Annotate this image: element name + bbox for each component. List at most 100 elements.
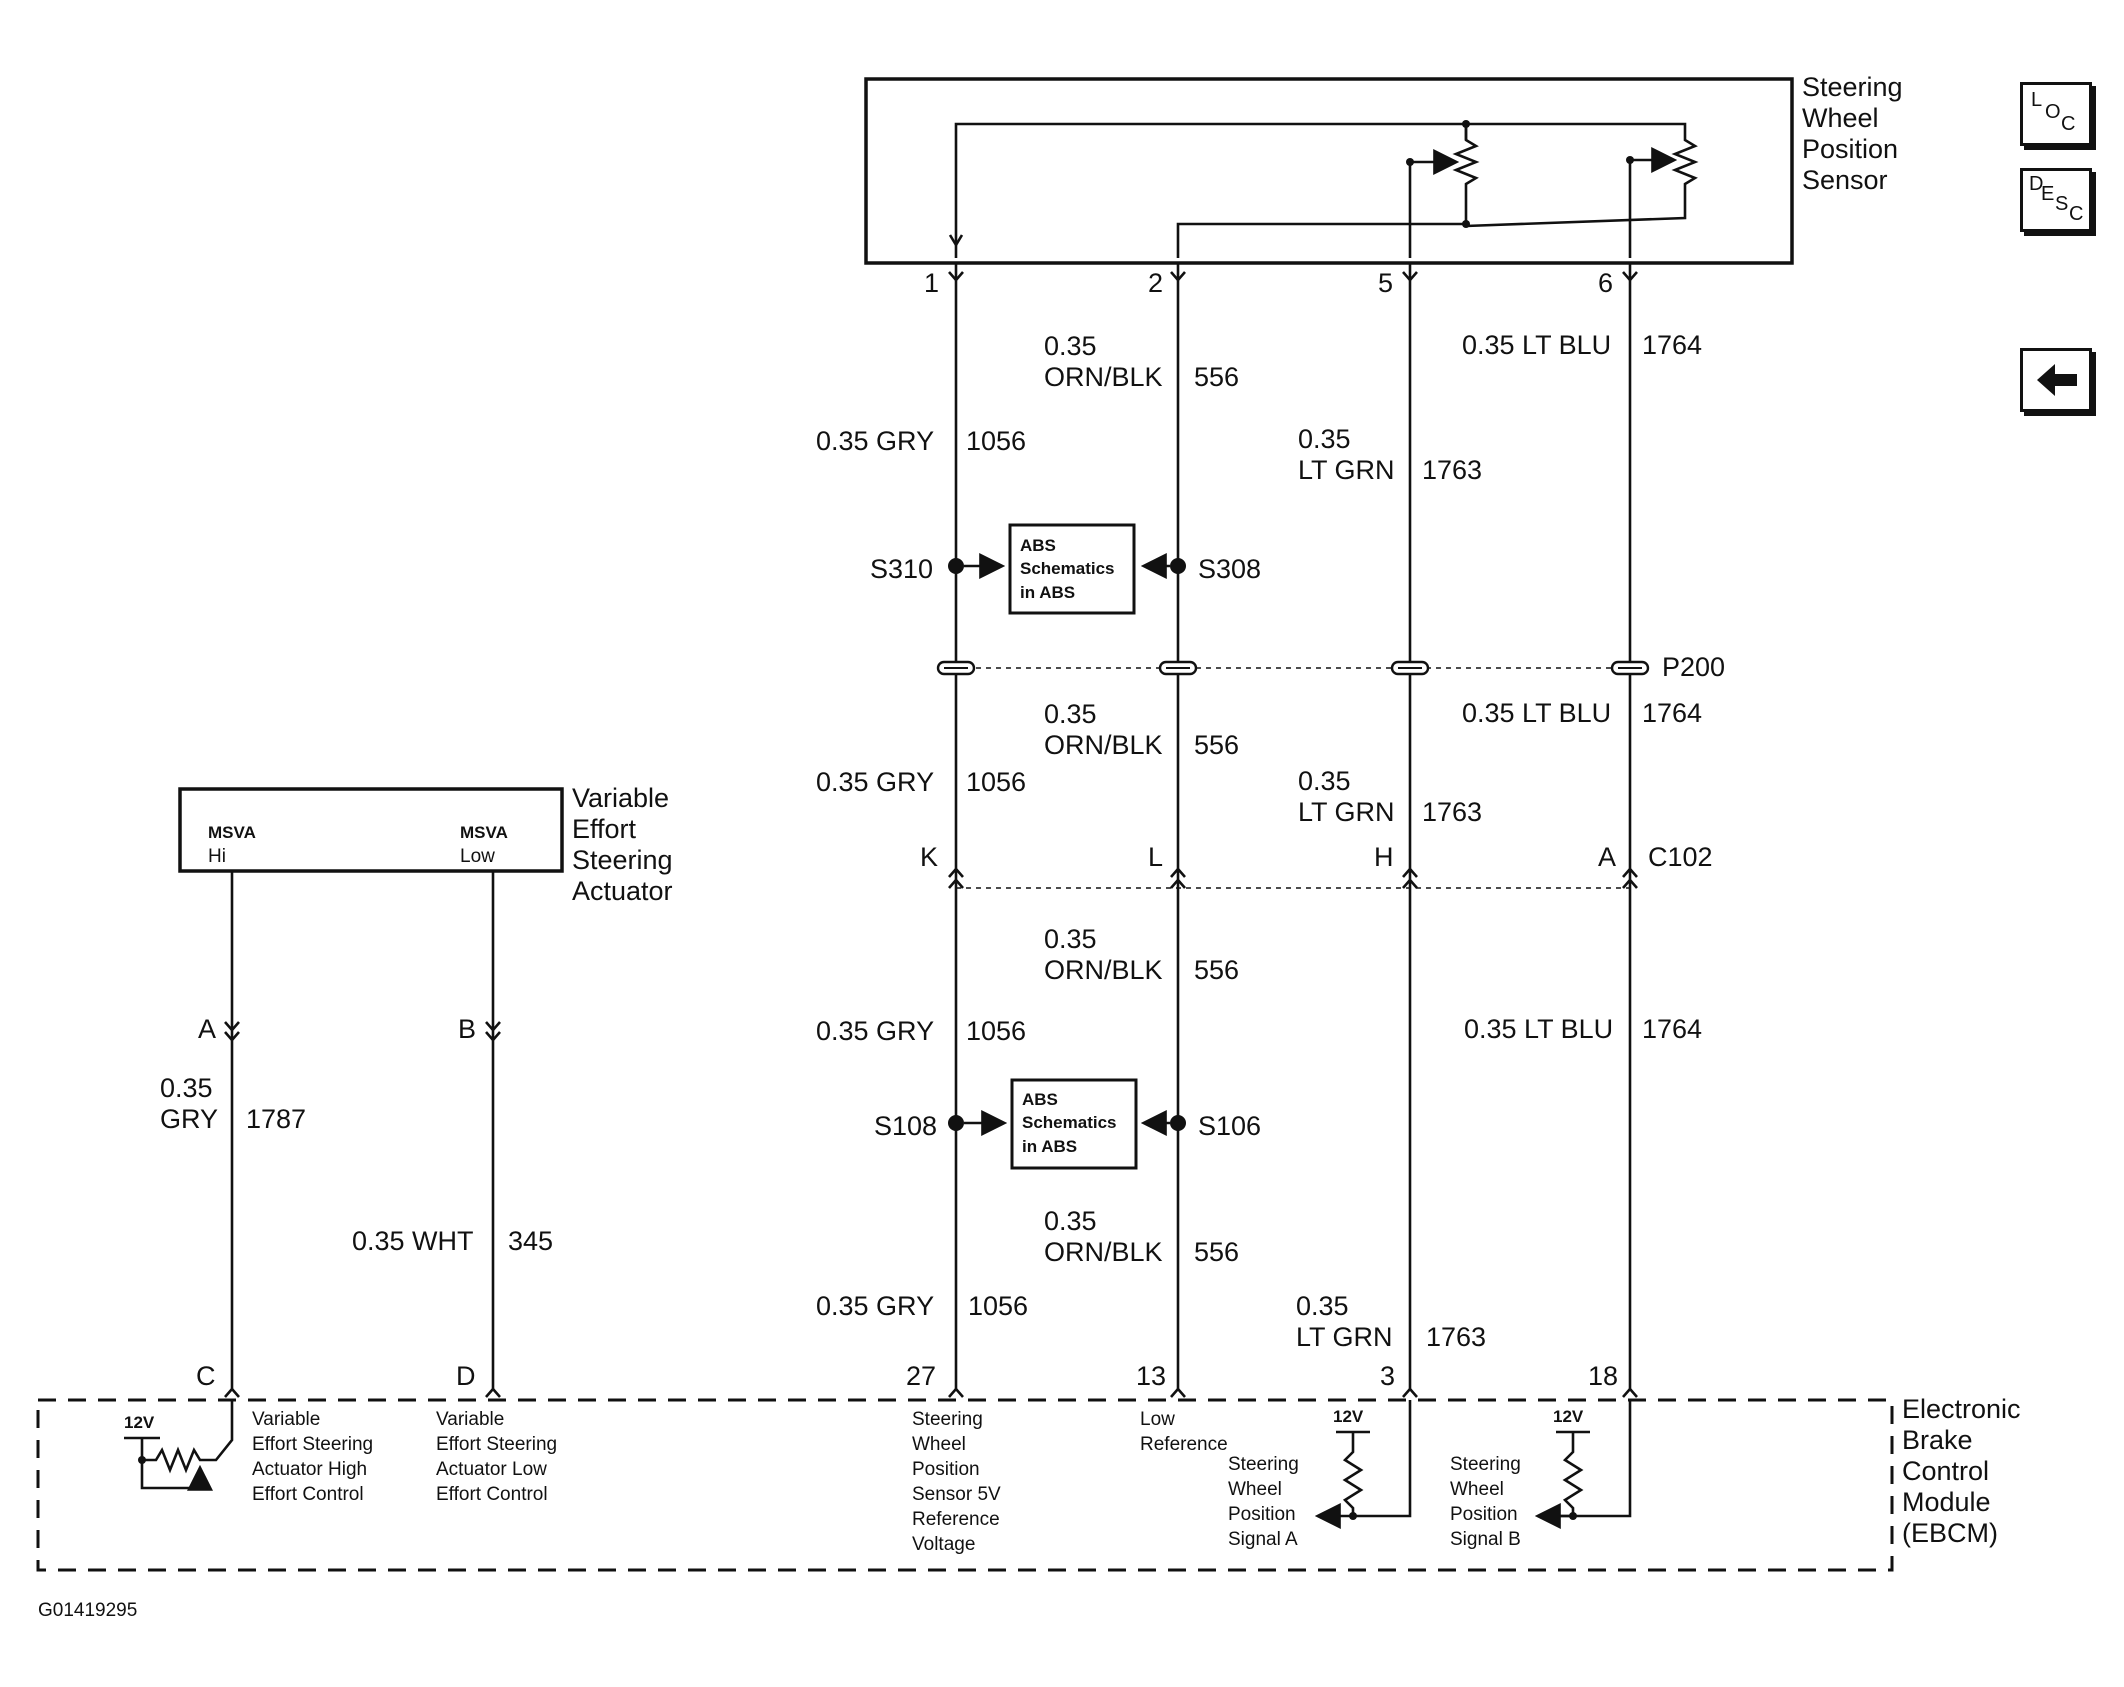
- svg-text:Effort Control: Effort Control: [436, 1484, 548, 1505]
- svg-text:A: A: [1598, 842, 1616, 872]
- desc-letter-d: D: [2029, 173, 2044, 195]
- ebcm-label-sig-b: Steering Wheel Position Signal B: [1450, 1454, 1521, 1550]
- left-arrow-icon: [2037, 364, 2077, 396]
- svg-text:1056: 1056: [966, 1016, 1026, 1046]
- actuator-pin-names: MSVA Hi MSVA Low: [208, 823, 508, 867]
- v12-label-hi: 12V: [124, 1413, 155, 1432]
- svg-text:18: 18: [1588, 1361, 1618, 1391]
- c102-pin-labels: K L H A: [920, 842, 1616, 872]
- svg-text:ORN/BLK: ORN/BLK: [1044, 362, 1163, 392]
- loc-letter-o: O: [2045, 101, 2061, 123]
- ebcm-pin-labels: 27 13 3 18: [906, 1361, 1618, 1391]
- svg-text:0.35 GRY: 0.35 GRY: [816, 1016, 934, 1046]
- svg-text:MSVA: MSVA: [208, 823, 256, 842]
- ebcm-signal-a-pullup: [1314, 1400, 1412, 1529]
- connector-c102: [948, 867, 1638, 889]
- svg-text:Variable: Variable: [436, 1409, 504, 1430]
- figure-id: G01419295: [38, 1600, 137, 1621]
- svg-text:Actuator Low: Actuator Low: [436, 1459, 547, 1480]
- svg-text:556: 556: [1194, 730, 1239, 760]
- svg-text:C: C: [196, 1361, 216, 1391]
- svg-text:Reference: Reference: [912, 1509, 1000, 1530]
- svg-text:Position: Position: [1228, 1504, 1296, 1525]
- svg-text:Wheel: Wheel: [1802, 103, 1879, 133]
- svg-text:ORN/BLK: ORN/BLK: [1044, 1237, 1163, 1267]
- svg-text:0.35 LT BLU: 0.35 LT BLU: [1462, 698, 1611, 728]
- svg-text:Wheel: Wheel: [912, 1434, 966, 1455]
- ebcm-pin-terminals: [224, 1387, 1638, 1398]
- svg-text:ABS: ABS: [1022, 1090, 1058, 1109]
- svg-text:6: 6: [1598, 268, 1613, 298]
- splice-labels: S310 S308 S108 S106: [870, 554, 1261, 1141]
- svg-text:0.35: 0.35: [1044, 1206, 1097, 1236]
- ebcm-label-lo: Variable Effort Steering Actuator Low Ef…: [436, 1409, 557, 1505]
- svg-text:Steering: Steering: [912, 1409, 983, 1430]
- svg-text:Steering: Steering: [572, 845, 673, 875]
- svg-text:0.35 GRY: 0.35 GRY: [816, 426, 934, 456]
- c102-label: C102: [1648, 842, 1713, 872]
- svg-text:Wheel: Wheel: [1450, 1479, 1504, 1500]
- wire-label-1764: 0.35 LT BLU 1764 0.35 LT BLU 1764 0.35 L…: [1462, 330, 1702, 1044]
- svg-text:B: B: [458, 1014, 476, 1044]
- svg-text:27: 27: [906, 1361, 936, 1391]
- svg-text:1056: 1056: [968, 1291, 1028, 1321]
- svg-text:Module: Module: [1902, 1487, 1991, 1517]
- svg-text:Steering: Steering: [1450, 1454, 1521, 1475]
- svg-text:Sensor: Sensor: [1802, 165, 1888, 195]
- svg-text:Sensor 5V: Sensor 5V: [912, 1484, 1001, 1505]
- loc-letter-l: L: [2031, 89, 2043, 111]
- abs-box-bottom-text: ABS Schematics in ABS: [1022, 1090, 1117, 1156]
- actuator-title: Variable Effort Steering Actuator: [572, 783, 673, 906]
- svg-text:1763: 1763: [1426, 1322, 1486, 1352]
- svg-text:H: H: [1374, 842, 1394, 872]
- wire-label-345: 0.35 WHT 345: [352, 1226, 553, 1256]
- svg-text:Low: Low: [460, 846, 495, 867]
- svg-text:K: K: [920, 842, 938, 872]
- splice-s308: [1140, 553, 1186, 579]
- svg-text:LT GRN: LT GRN: [1298, 455, 1395, 485]
- svg-text:1056: 1056: [966, 767, 1026, 797]
- desc-letter-c: C: [2069, 203, 2084, 225]
- ebcm-title: Electronic Brake Control Module (EBCM): [1902, 1394, 2021, 1548]
- description-button[interactable]: D E S C: [2020, 168, 2092, 232]
- svg-text:Control: Control: [1902, 1456, 1989, 1486]
- svg-text:0.35 LT BLU: 0.35 LT BLU: [1464, 1014, 1613, 1044]
- svg-text:5: 5: [1378, 268, 1393, 298]
- svg-text:Variable: Variable: [572, 783, 669, 813]
- svg-text:Position: Position: [1450, 1504, 1518, 1525]
- svg-text:LT GRN: LT GRN: [1296, 1322, 1393, 1352]
- desc-letter-s: S: [2055, 193, 2069, 215]
- sensor-pin-labels: 1 2 5 6: [924, 268, 1613, 298]
- svg-text:0.35 WHT: 0.35 WHT: [352, 1226, 474, 1256]
- actuator-connector-labels: A B C D: [196, 1014, 476, 1391]
- wire-label-1056: 0.35 GRY 1056 0.35 GRY 1056 0.35 GRY 105…: [816, 426, 1028, 1321]
- svg-text:345: 345: [508, 1226, 553, 1256]
- svg-text:13: 13: [1136, 1361, 1166, 1391]
- svg-text:in ABS: in ABS: [1022, 1137, 1077, 1156]
- svg-text:Effort: Effort: [572, 814, 637, 844]
- v12-label-b: 12V: [1553, 1407, 1584, 1426]
- back-button[interactable]: [2020, 348, 2092, 412]
- svg-text:0.35: 0.35: [160, 1073, 213, 1103]
- location-button[interactable]: L O C: [2020, 82, 2092, 146]
- svg-text:0.35 GRY: 0.35 GRY: [816, 767, 934, 797]
- svg-text:Effort Steering: Effort Steering: [252, 1434, 373, 1455]
- svg-text:in ABS: in ABS: [1020, 583, 1075, 602]
- svg-text:0.35: 0.35: [1044, 924, 1097, 954]
- actuator-box: [178, 787, 564, 873]
- svg-text:556: 556: [1194, 362, 1239, 392]
- svg-text:Wheel: Wheel: [1228, 1479, 1282, 1500]
- ebcm-label-sig-a: Steering Wheel Position Signal A: [1228, 1454, 1299, 1550]
- svg-text:S308: S308: [1198, 554, 1261, 584]
- ebcm-hi-driver: [124, 1400, 234, 1491]
- abs-box-top-text: ABS Schematics in ABS: [1020, 536, 1115, 602]
- abs-box-bottom: [1010, 1078, 1138, 1170]
- svg-text:ORN/BLK: ORN/BLK: [1044, 955, 1163, 985]
- svg-text:1764: 1764: [1642, 698, 1702, 728]
- desc-letter-e: E: [2041, 183, 2055, 205]
- svg-text:Hi: Hi: [208, 846, 226, 867]
- svg-text:Schematics: Schematics: [1022, 1113, 1117, 1132]
- svg-text:LT GRN: LT GRN: [1298, 797, 1395, 827]
- svg-text:GRY: GRY: [160, 1104, 218, 1134]
